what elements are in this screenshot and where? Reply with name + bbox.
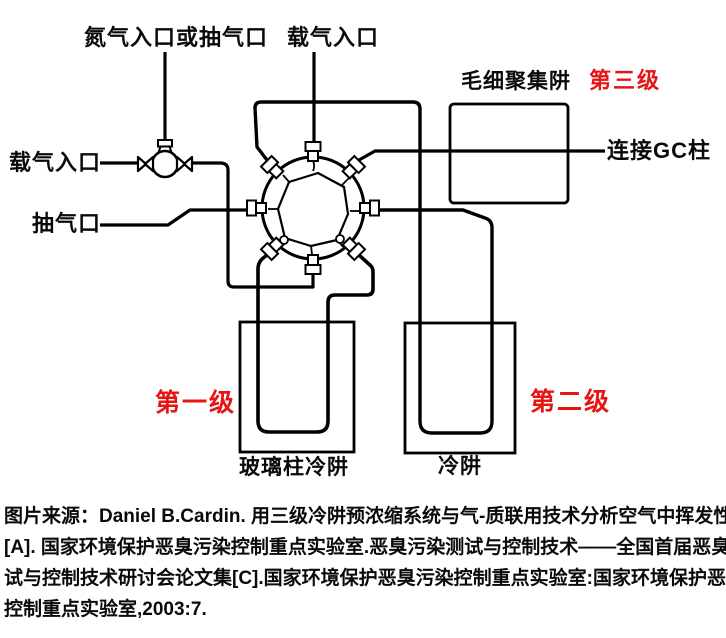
caption-line: 控制重点实验室,2003:7.	[4, 599, 207, 620]
carrier-gas-left-label: 载气入口	[9, 150, 102, 175]
capillary-trap-label: 毛细聚集阱	[461, 70, 571, 93]
valve-port-fitting-w	[246, 199, 267, 217]
caption-line: 图片来源：Daniel B.Cardin. 用三级冷阱预浓缩系统与气-质联用技术…	[4, 506, 726, 527]
glass-column-trap-box	[238, 320, 356, 454]
stage-one-label: 第一级	[155, 389, 237, 417]
carrier-gas-top-label: 载气入口	[287, 25, 380, 50]
stage-three-label: 第三级	[589, 68, 662, 93]
preconcentration-diagram	[100, 52, 605, 455]
gc-column-label: 连接GC柱	[607, 138, 712, 163]
valve-port-fitting-sw	[259, 236, 285, 262]
eight-port-valve-icon	[246, 141, 380, 275]
gc-column-line	[358, 149, 605, 162]
pump-port-line	[100, 208, 247, 227]
three-way-valve-icon	[136, 139, 194, 179]
trap1-u-tube-loop-line	[256, 253, 375, 434]
three-stage-preconcentration-figure: 氮气入口或抽气口 载气入口 载气入口 抽气口 毛细聚集阱 第三级 连接GC柱 第…	[9, 25, 712, 479]
nitrogen-inlet-label: 氮气入口或抽气口	[84, 25, 269, 50]
caption: 图片来源：Daniel B.Cardin. 用三级冷阱预浓缩系统与气-质联用技术…	[4, 501, 726, 625]
valve-port-fitting-se	[341, 236, 367, 262]
stage-two-label: 第二级	[530, 388, 612, 416]
cold-trap-box	[403, 321, 517, 455]
capillary-trap-box	[448, 102, 570, 205]
valve-port-fitting-e	[359, 199, 380, 217]
glass-column-trap-label: 玻璃柱冷阱	[239, 456, 349, 479]
trap2-u-tube-loop-line	[253, 100, 494, 435]
valve-port-fitting-ne	[341, 154, 367, 180]
valve-port-fitting-s	[304, 254, 322, 275]
valve-port-fitting-n	[304, 141, 322, 162]
caption-line: 试与控制技术研讨会论文集[C].国家环境保护恶臭污染控制重点实验室:国家环境保护…	[4, 568, 726, 589]
valve-port-fitting-nw	[259, 154, 285, 180]
selector-to-bottom-port-line	[192, 161, 315, 289]
pump-port-label: 抽气口	[32, 211, 102, 236]
cold-trap-label: 冷阱	[438, 455, 482, 478]
caption-line: [A]. 国家环境保护恶臭污染控制重点实验室.恶臭污染测试与控制技术——全国首届…	[4, 537, 726, 558]
